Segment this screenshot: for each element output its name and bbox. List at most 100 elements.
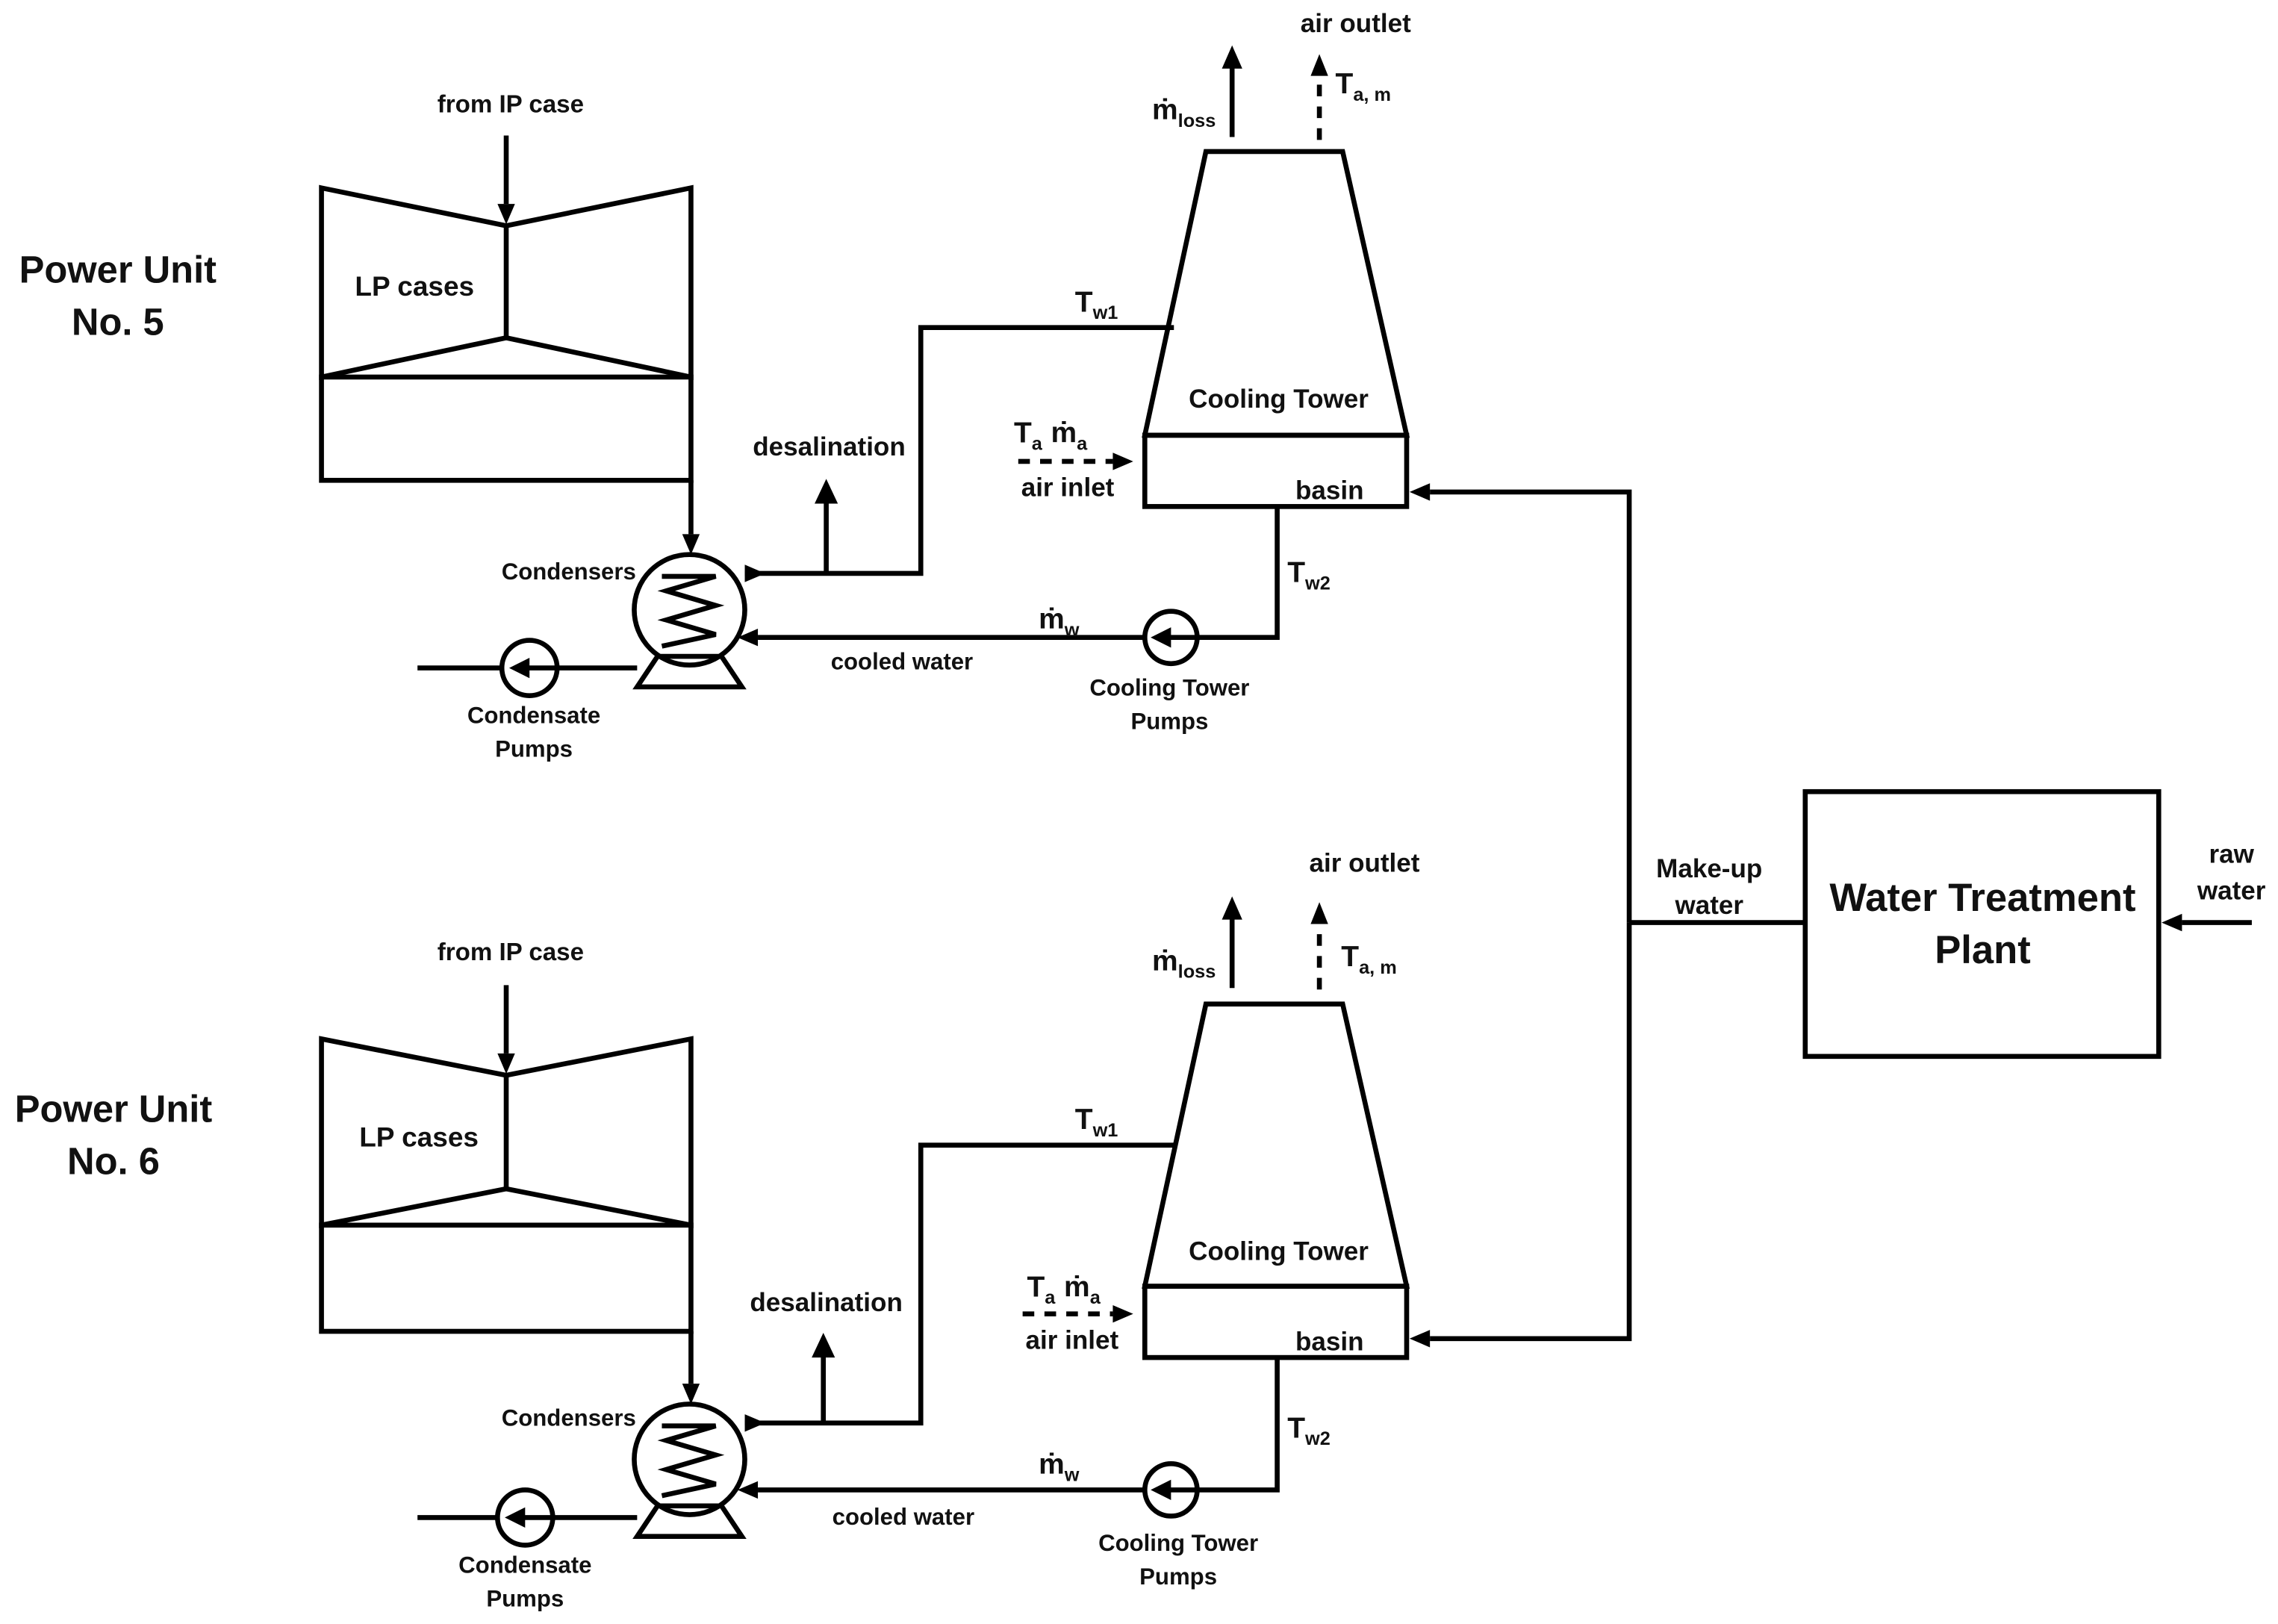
condensate-pumps-label-2: Pumps <box>486 1585 564 1611</box>
condenser-hood <box>319 1222 694 1334</box>
cooling-tower <box>1142 1001 1410 1360</box>
condenser-shell <box>632 1401 747 1517</box>
tw2-label: Tw2 <box>1287 1412 1331 1449</box>
exhaust-arrow <box>682 534 700 555</box>
tam-symbol: T <box>1341 941 1359 973</box>
cooling-tower-pump <box>1142 1461 1200 1519</box>
mloss-symbol: ṁ <box>1152 94 1178 126</box>
makeup-arrow-unit6 <box>1409 1330 1431 1348</box>
ma-subscript: a <box>1077 433 1088 454</box>
tw2-subscript: w2 <box>1304 573 1331 594</box>
mloss-arrow <box>1222 45 1242 69</box>
desalination-label: desalination <box>750 1288 902 1317</box>
condenser-coil-icon <box>657 573 725 649</box>
ct-pumps-label-2: Pumps <box>1139 1564 1217 1590</box>
power-unit-5: Power Unit No. 5 from IP case LP cases C… <box>19 9 1412 762</box>
cooling-tower-pump-icon <box>1142 1461 1200 1519</box>
condensate-pumps-label: Condensate <box>467 703 600 729</box>
tw1-symbol: T <box>1075 1104 1093 1136</box>
mloss-arrow <box>1222 896 1242 920</box>
cooling-tower <box>1142 149 1410 509</box>
cooling-tower-basin <box>1142 1284 1410 1360</box>
condensate-pumps-label-2: Pumps <box>495 735 573 762</box>
cooled-water-arrow <box>737 629 759 647</box>
condenser <box>632 1401 747 1540</box>
tw1-label: Tw1 <box>1075 1104 1118 1141</box>
mloss-subscript: loss <box>1178 962 1216 983</box>
desalination-arrow <box>815 479 838 504</box>
raw-water-label: raw <box>2209 840 2254 869</box>
tam-label: Ta, m <box>1341 941 1396 978</box>
ma-subscript: a <box>1090 1287 1101 1308</box>
desalination-label: desalination <box>753 432 905 461</box>
makeup-water-label-2: water <box>1674 891 1743 920</box>
exhaust-arrow <box>682 1384 700 1404</box>
basin-label: basin <box>1295 476 1364 505</box>
hot-water-arrow <box>744 564 765 582</box>
ct-pumps-label: Cooling Tower <box>1098 1530 1258 1556</box>
makeup-line-top <box>1430 489 1632 923</box>
air-outlet-label: air outlet <box>1309 848 1419 877</box>
lp-cases-label: LP cases <box>355 270 474 302</box>
air-inlet-label: air inlet <box>1021 473 1115 503</box>
mloss-symbol: ṁ <box>1152 945 1178 977</box>
ta-subscript: a <box>1032 433 1043 454</box>
air-outlet-arrow <box>1310 902 1328 924</box>
condenser-stand <box>632 653 747 690</box>
raw-water-arrow <box>2162 913 2182 932</box>
lp-cases-label: LP cases <box>359 1121 479 1153</box>
condensate-pump-arrow <box>505 1507 526 1528</box>
tw1-symbol: T <box>1075 286 1093 318</box>
tw1-subscript: w1 <box>1092 302 1118 323</box>
hot-water-line <box>744 1142 1174 1426</box>
unit-title: Power Unit <box>15 1087 213 1130</box>
mloss-subscript: loss <box>1178 111 1216 131</box>
air-outlet-label: air outlet <box>1301 9 1411 38</box>
mloss-label: ṁloss <box>1152 945 1216 983</box>
lp-turbine <box>319 184 694 483</box>
tam-label: Ta, m <box>1336 68 1391 105</box>
tam-subscript: a, m <box>1359 957 1397 978</box>
unit-number: No. 6 <box>67 1140 160 1183</box>
ct-pump-arrow <box>1151 1479 1171 1501</box>
tam-symbol: T <box>1336 68 1354 100</box>
air-outlet-arrow <box>1310 54 1328 76</box>
cooled-water-label: cooled water <box>833 1504 974 1530</box>
condenser-shell <box>632 552 747 668</box>
ta-symbol: T <box>1027 1271 1045 1303</box>
power-unit-6: Power Unit No. 6 from IP case LP cases C… <box>15 848 1420 1611</box>
tw2-symbol: T <box>1287 557 1305 589</box>
hot-water-line <box>744 325 1174 576</box>
basin-label: basin <box>1295 1327 1364 1356</box>
plant-label-2: Plant <box>1935 928 2031 972</box>
ta-symbol: T <box>1014 417 1032 449</box>
tam-subscript: a, m <box>1353 84 1391 105</box>
unit-number: No. 5 <box>72 300 164 343</box>
hot-water-arrow <box>744 1414 765 1432</box>
condensate-pump <box>499 638 560 698</box>
cooled-water-line <box>1197 1357 1280 1493</box>
from-ip-label: from IP case <box>438 90 584 118</box>
water-treatment-plant <box>1802 788 2162 1060</box>
tw2-symbol: T <box>1287 1412 1305 1444</box>
plant-label: Water Treatment <box>1829 876 2135 920</box>
condensate-pump <box>494 1487 556 1548</box>
air-inlet-arrow <box>1112 452 1133 470</box>
steam-inlet-arrow <box>497 204 515 225</box>
tw2-subscript: w2 <box>1304 1428 1331 1449</box>
tw1-subscript: w1 <box>1092 1120 1118 1141</box>
cooling-tower-label: Cooling Tower <box>1189 1237 1369 1266</box>
cooling-tower-basin <box>1142 432 1410 509</box>
condenser-stand <box>632 1503 747 1540</box>
makeup-arrow-unit5 <box>1409 483 1431 501</box>
makeup-line-bottom <box>1430 922 1632 1342</box>
ma-symbol: ṁ <box>1064 1271 1090 1303</box>
condensers-label: Condensers <box>502 1405 636 1431</box>
cooled-water-line <box>1197 506 1280 641</box>
unit-title: Power Unit <box>19 248 217 290</box>
makeup-water-system: Make-up water Water Treatment Plant raw … <box>1409 483 2266 1348</box>
ma-symbol: ṁ <box>1051 417 1077 449</box>
